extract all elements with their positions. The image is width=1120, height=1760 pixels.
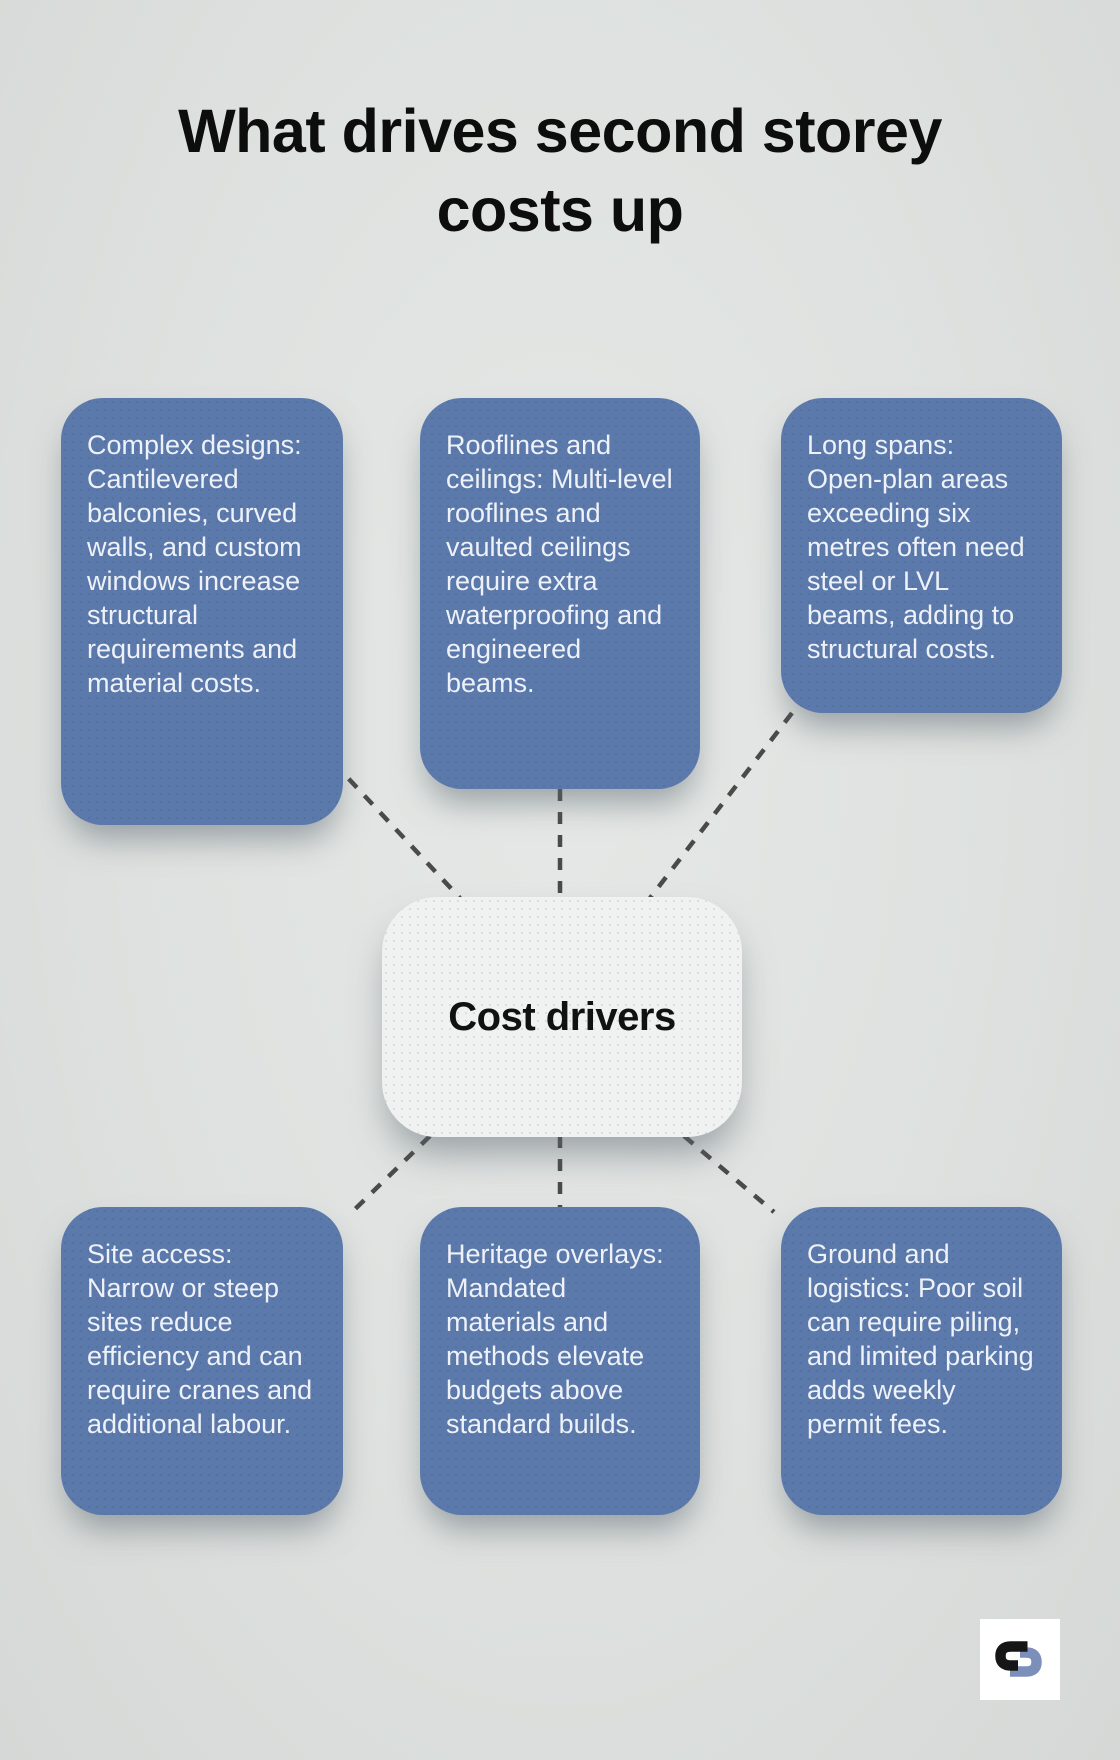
node-text: Long spans: Open-plan areas exceeding si…: [807, 430, 1025, 664]
logo-black-stroke: [995, 1640, 1028, 1671]
connector-long-spans: [648, 711, 794, 900]
node-heritage-overlays: Heritage overlays: Mandated materials an…: [420, 1207, 700, 1515]
node-text: Rooflines and ceilings: Multi-level roof…: [446, 430, 673, 698]
node-text: Complex designs: Cantilevered balconies,…: [87, 430, 302, 698]
connector-ground: [682, 1134, 776, 1214]
node-text: Heritage overlays: Mandated materials an…: [446, 1239, 664, 1439]
center-node-label: Cost drivers: [448, 994, 676, 1039]
node-long-spans: Long spans: Open-plan areas exceeding si…: [781, 398, 1062, 713]
node-site-access: Site access: Narrow or steep sites reduc…: [61, 1207, 343, 1515]
interlocked-s-logo-icon: [995, 1640, 1042, 1677]
node-text: Ground and logistics: Poor soil can requ…: [807, 1239, 1034, 1439]
node-ground-logistics: Ground and logistics: Poor soil can requ…: [781, 1207, 1062, 1515]
node-rooflines-ceilings: Rooflines and ceilings: Multi-level roof…: [420, 398, 700, 789]
logo-blue-stroke: [1010, 1646, 1042, 1677]
connector-site-access: [350, 1134, 432, 1214]
brand-logo: [980, 1619, 1060, 1700]
center-node: Cost drivers: [382, 897, 742, 1137]
node-complex-designs: Complex designs: Cantilevered balconies,…: [61, 398, 343, 825]
node-text: Site access: Narrow or steep sites reduc…: [87, 1239, 313, 1439]
page-title: What drives second storey costs up: [178, 97, 942, 244]
connector-complex-designs: [331, 760, 462, 900]
